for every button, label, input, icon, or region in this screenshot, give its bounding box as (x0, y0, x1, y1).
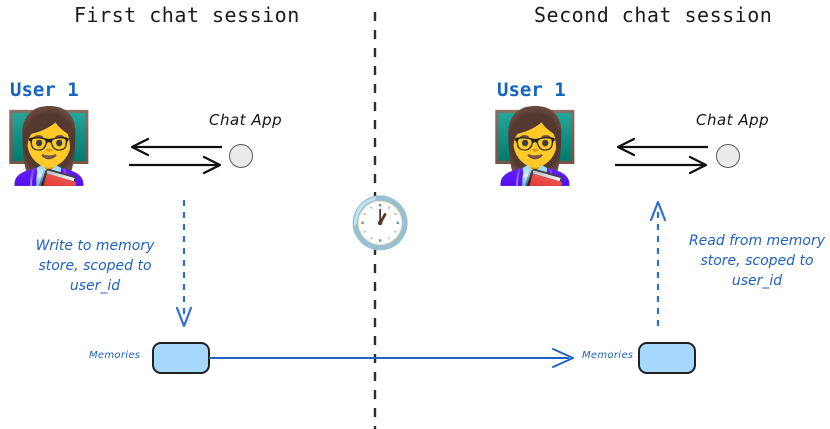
read-arrow-icon (647, 200, 669, 328)
first-session-title: First chat session (74, 3, 300, 27)
first-session-memory-store (152, 342, 210, 374)
arrow-right-icon (615, 155, 708, 175)
second-session-user-label: User 1 (497, 79, 566, 101)
arrow-left-icon (616, 137, 708, 157)
first-session-chat-app-node (229, 144, 253, 168)
session-divider (366, 12, 384, 429)
first-session-avatar: 👩‍🏫 (4, 107, 94, 187)
write-arrow-icon (173, 200, 195, 328)
clock-icon: 🕐 (349, 195, 412, 251)
second-session-chat-app-label: Chat App (696, 111, 770, 129)
second-session-exchange-arrows (612, 136, 712, 176)
second-session-annotation: Read from memory store, scoped to user_i… (688, 233, 826, 289)
arrow-left-icon (130, 137, 222, 157)
memory-persistence-arrow (209, 346, 575, 370)
second-session-title: Second chat session (534, 3, 773, 27)
second-session-chat-app-node (716, 144, 740, 168)
first-session-annotation: Write to memory store, scoped to user_id (35, 238, 155, 294)
second-session-avatar: 👩‍🏫 (490, 107, 580, 187)
arrow-right-icon (129, 155, 222, 175)
second-session-memories-label: Memories (582, 350, 634, 361)
first-session-memories-label: Memories (89, 350, 141, 361)
second-session-memory-store (638, 342, 696, 374)
first-session-chat-app-label: Chat App (209, 111, 283, 129)
first-session-user-label: User 1 (10, 79, 79, 101)
first-session-exchange-arrows (126, 136, 226, 176)
